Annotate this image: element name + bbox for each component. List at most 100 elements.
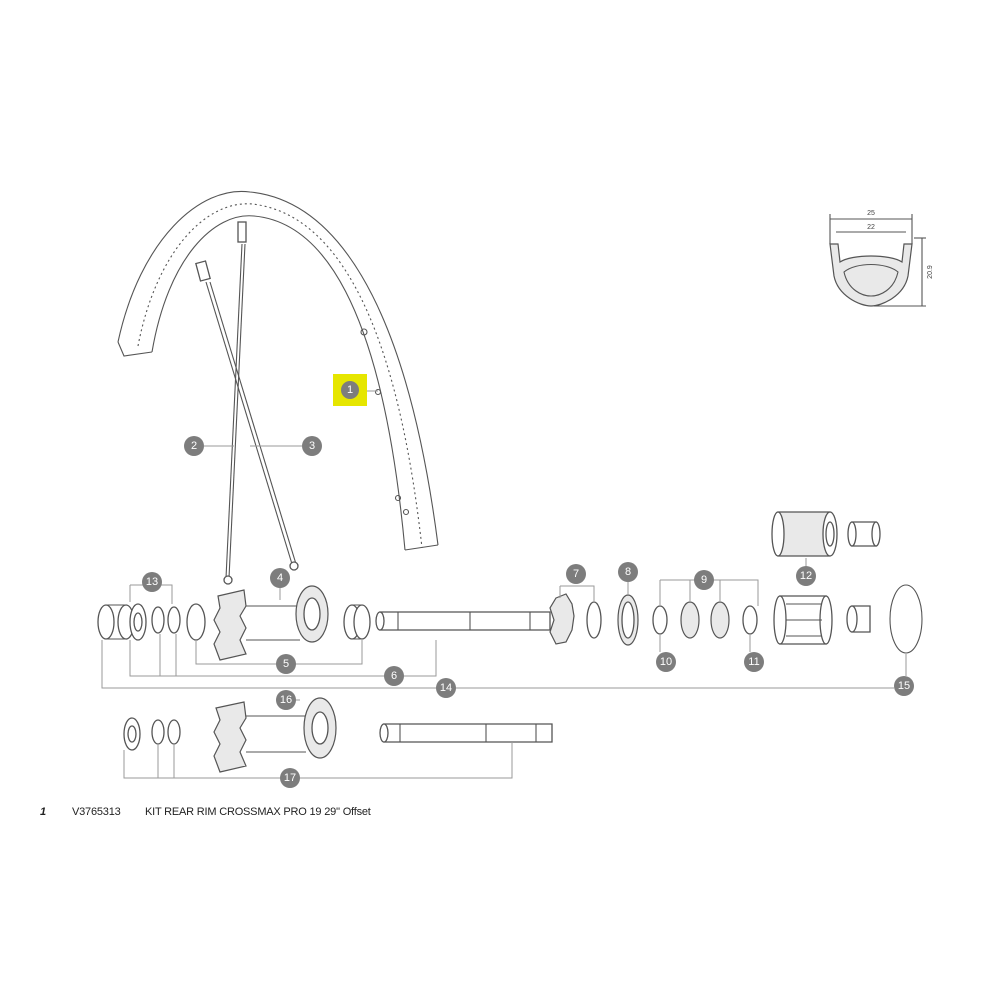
callout-2[interactable]: 2 (184, 436, 204, 456)
spoke-2-side (209, 281, 297, 565)
axle (379, 611, 551, 631)
spoke-head (223, 575, 233, 585)
svg-text:1: 1 (347, 384, 353, 396)
hub-shell (246, 605, 300, 641)
callouts: 1 2 3 4 5 6 7 8 9 10 11 12 13 14 15 16 1… (142, 374, 914, 788)
rim (117, 190, 439, 551)
callout-15[interactable]: 15 (894, 676, 914, 696)
dim-height: 20.9 (927, 265, 934, 279)
svg-text:14: 14 (440, 682, 452, 694)
svg-text:12: 12 (800, 570, 812, 582)
dim-inner-width: 22 (867, 224, 875, 231)
svg-text:3: 3 (309, 440, 315, 452)
callout-12[interactable]: 12 (796, 566, 816, 586)
end-cap-body (106, 604, 126, 640)
end-cap (97, 604, 115, 640)
freehub-alt-body (777, 511, 831, 557)
spoke-hole (402, 508, 410, 516)
svg-text:2: 2 (191, 440, 197, 452)
spoke-hole (360, 328, 368, 336)
callout-11[interactable]: 11 (744, 652, 764, 672)
part-code: V3765313 (72, 806, 121, 818)
part-description: KIT REAR RIM CROSSMAX PRO 19 29'' Offset (145, 806, 371, 818)
spoke-head (289, 561, 299, 571)
spoke-3-side (228, 243, 246, 579)
axle-end (379, 723, 389, 743)
hub-flange-left (213, 589, 247, 661)
bearing-face (353, 604, 371, 640)
ring (151, 719, 165, 745)
freehub-end (773, 595, 787, 645)
spoke-3 (225, 243, 243, 579)
rim-inner (151, 215, 406, 551)
svg-text:11: 11 (748, 656, 759, 668)
spoke-hole (394, 494, 402, 502)
ring (151, 606, 165, 634)
svg-text:17: 17 (284, 772, 296, 784)
spring-ring (586, 601, 602, 639)
nipple (237, 221, 247, 243)
ring (167, 719, 181, 745)
pawl-ring (680, 601, 700, 639)
hub-assembly (97, 584, 923, 661)
freehub-alternative (771, 511, 881, 557)
washer-inner (133, 612, 143, 632)
rim-end-top (117, 341, 153, 357)
svg-text:10: 10 (660, 656, 672, 668)
end-cap-right-face (846, 605, 858, 633)
spacer (742, 605, 758, 635)
callout-9[interactable]: 9 (694, 570, 714, 590)
svg-text:15: 15 (898, 680, 910, 692)
callout-1[interactable]: 1 (341, 381, 359, 399)
svg-text:9: 9 (701, 574, 707, 586)
hub-flange-left (213, 701, 247, 773)
svg-text:16: 16 (280, 694, 292, 706)
svg-text:5: 5 (283, 658, 289, 670)
rim-profile-section: 25 22 20.9 (829, 210, 934, 307)
o-ring (889, 584, 923, 654)
adapter-face (871, 521, 881, 547)
hub-shell (246, 715, 306, 753)
svg-text:13: 13 (146, 576, 158, 588)
callout-17[interactable]: 17 (280, 768, 300, 788)
freehub-alt-end (771, 511, 785, 557)
hub-flange-right-inner (303, 597, 321, 631)
rim-end-bottom (404, 544, 439, 551)
callout-3[interactable]: 3 (302, 436, 322, 456)
seal-inner (621, 601, 635, 639)
callout-14[interactable]: 14 (436, 678, 456, 698)
part-number: 1 (40, 806, 46, 818)
freehub-alt-hole (825, 521, 835, 547)
pawl-ring (710, 601, 730, 639)
hub-flange-right-inner (311, 711, 329, 745)
callout-4[interactable]: 4 (270, 568, 290, 588)
callout-5[interactable]: 5 (276, 654, 296, 674)
rim-profile-inner (843, 263, 899, 297)
callout-6[interactable]: 6 (384, 666, 404, 686)
callout-13[interactable]: 13 (142, 572, 162, 592)
bearing (186, 603, 206, 641)
callout-16[interactable]: 16 (276, 690, 296, 710)
svg-text:6: 6 (391, 670, 397, 682)
washer-inner (127, 725, 137, 743)
hub-assembly-alternative (123, 697, 553, 773)
spokes (195, 221, 299, 585)
lock-ring (549, 593, 575, 645)
callout-8[interactable]: 8 (618, 562, 638, 582)
ring (167, 606, 181, 634)
rim-outer (117, 190, 439, 546)
callout-10[interactable]: 10 (656, 652, 676, 672)
svg-text:4: 4 (277, 572, 283, 584)
axle-end (375, 611, 385, 631)
svg-text:8: 8 (625, 566, 631, 578)
callout-7[interactable]: 7 (566, 564, 586, 584)
rim-profile (829, 243, 913, 307)
spoke-hole (374, 388, 382, 396)
spacer (652, 605, 668, 635)
dim-outer-width: 25 (867, 210, 875, 217)
svg-text:7: 7 (573, 568, 579, 580)
rim-channel (137, 203, 423, 549)
adapter-face (847, 521, 857, 547)
